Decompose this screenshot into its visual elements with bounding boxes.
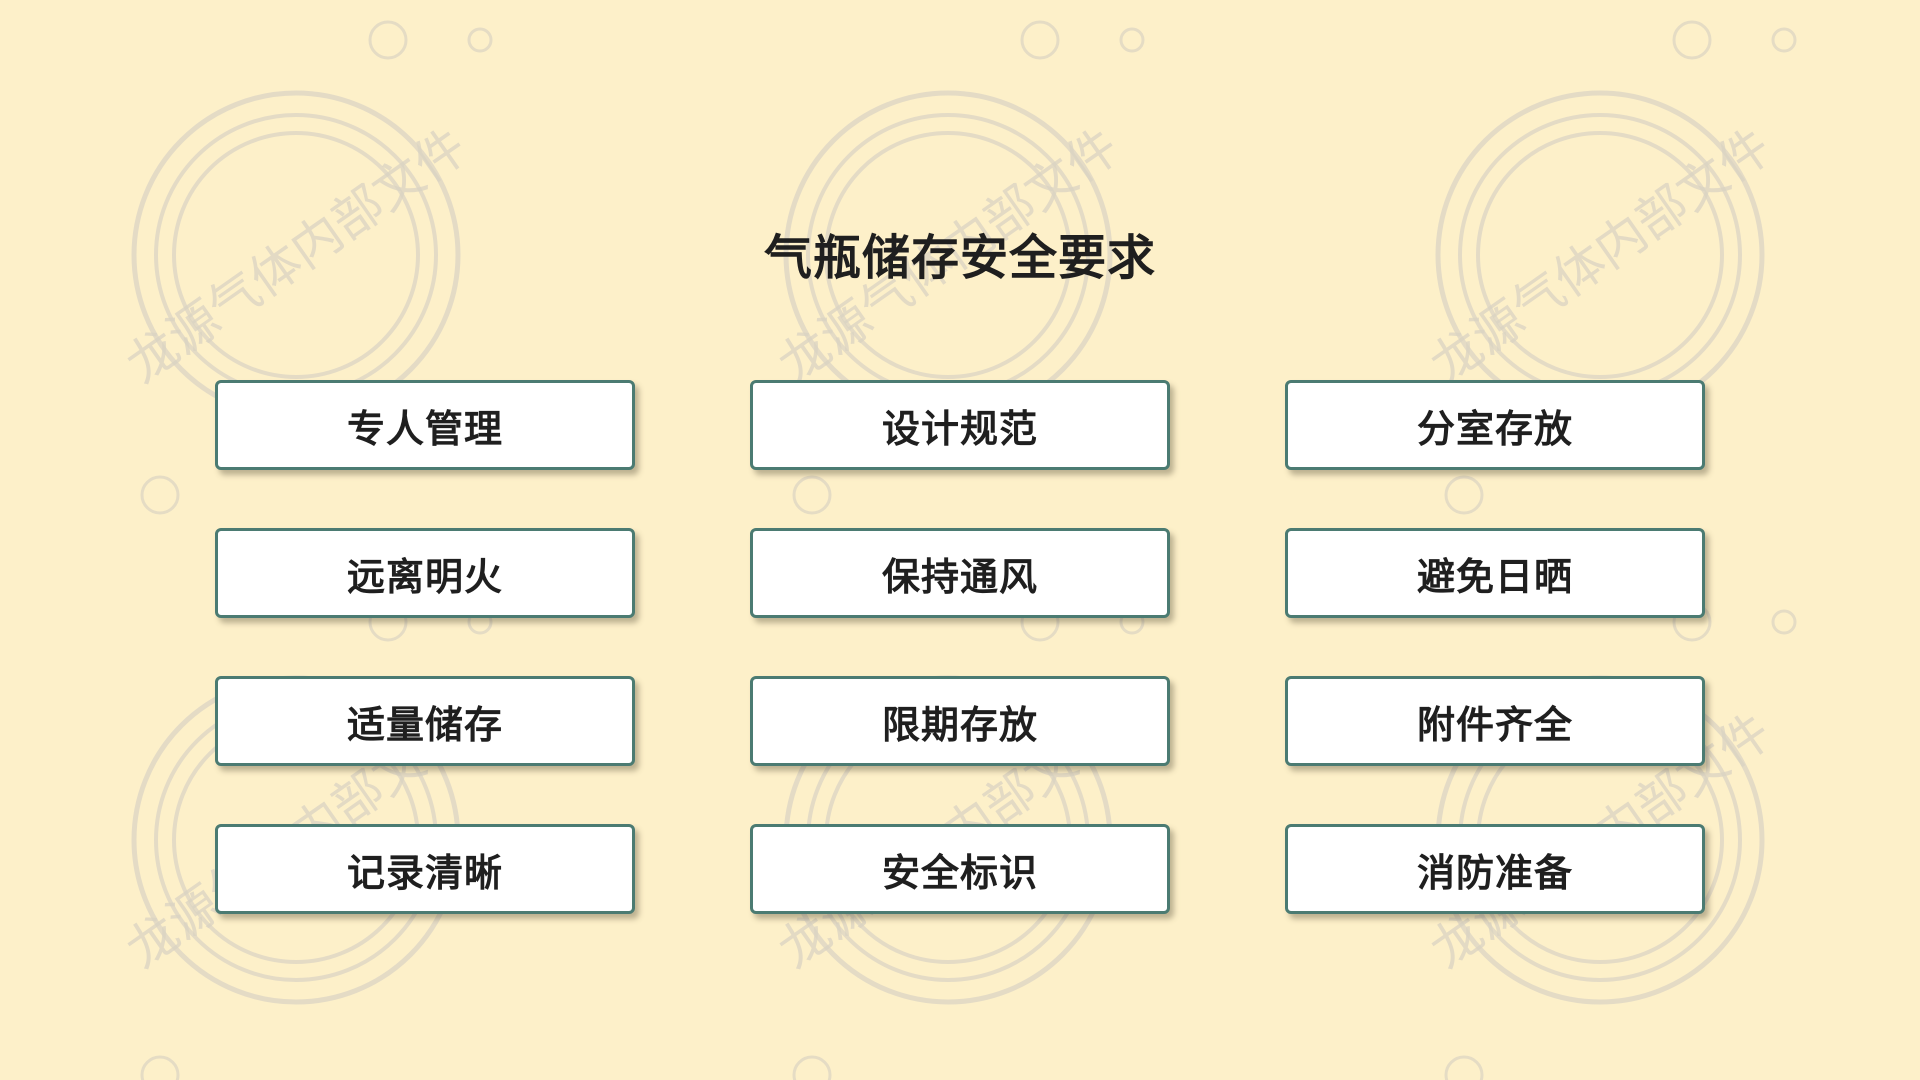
deco-ring [1119,27,1145,53]
card-4: 远离明火 [215,528,635,618]
card-3: 分室存放 [1285,380,1705,470]
watermark-ring-inner [172,131,420,379]
card-12: 消防准备 [1285,824,1705,914]
watermark-ring-inner [1476,131,1724,379]
deco-ring [1771,609,1797,635]
deco-ring [792,1055,832,1080]
card-10: 记录清晰 [215,824,635,914]
deco-ring [1444,1055,1484,1080]
card-2: 设计规范 [750,380,1170,470]
deco-ring [1444,475,1484,515]
deco-ring [368,20,408,60]
card-8: 限期存放 [750,676,1170,766]
deco-ring [467,27,493,53]
card-5: 保持通风 [750,528,1170,618]
card-11: 安全标识 [750,824,1170,914]
slide-title: 气瓶储存安全要求 [763,230,1156,286]
card-7: 适量储存 [215,676,635,766]
card-9: 附件齐全 [1285,676,1705,766]
deco-ring [1672,20,1712,60]
deco-ring [792,475,832,515]
watermark-ring-inner [824,131,1072,379]
requirements-grid: 专人管理 设计规范 分室存放 远离明火 保持通风 避免日晒 适量储存 限期存放 … [215,380,1705,914]
card-1: 专人管理 [215,380,635,470]
deco-ring [140,475,180,515]
card-6: 避免日晒 [1285,528,1705,618]
deco-ring [1020,20,1060,60]
deco-ring [140,1055,180,1080]
deco-ring [1771,27,1797,53]
